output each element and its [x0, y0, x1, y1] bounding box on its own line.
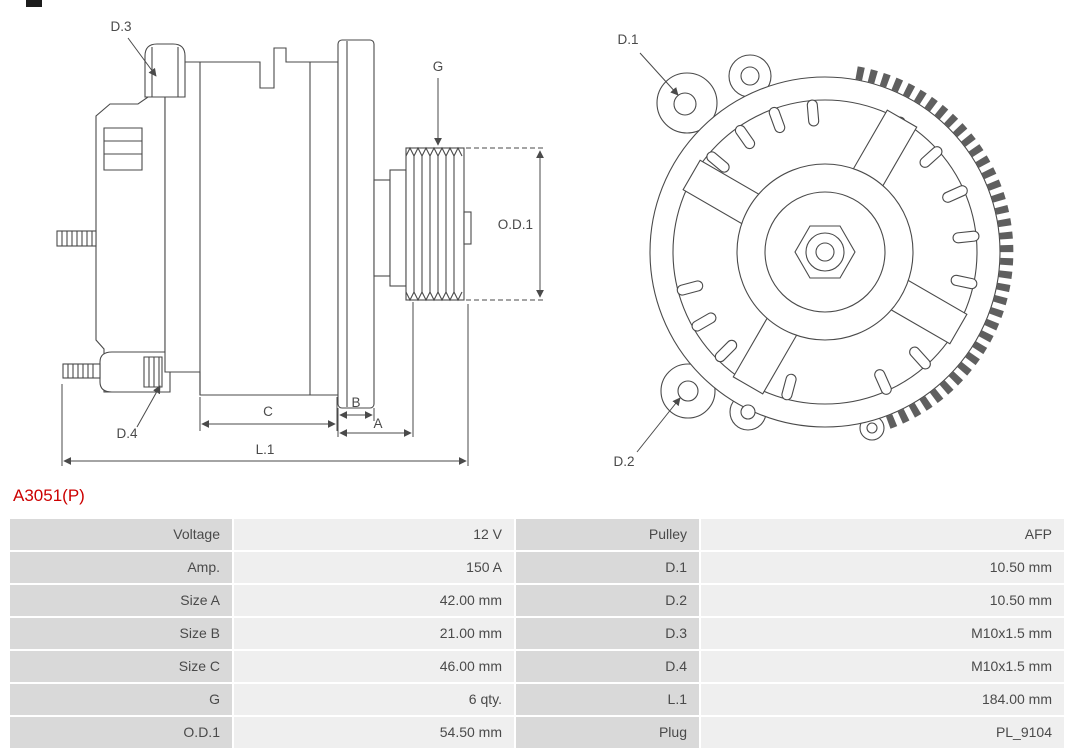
d1-leader-line [639, 52, 679, 96]
d3-leader-line [127, 37, 157, 77]
pulley-groove-bottom [405, 290, 463, 302]
spec-row: Voltage 12 V Pulley AFP [10, 519, 1064, 550]
spokes [682, 109, 968, 395]
pulley-body [405, 147, 465, 301]
bottom-lug-thread-hole [143, 356, 163, 388]
spec-value: 184.00 mm [701, 684, 1064, 715]
spec-label: Pulley [516, 519, 699, 550]
alternator-side-view [56, 39, 472, 409]
spec-value: 54.50 mm [234, 717, 514, 748]
b-extension-lines [337, 408, 375, 437]
spec-label: Plug [516, 717, 699, 748]
spec-label: Amp. [10, 552, 232, 583]
spec-row: Amp. 150 A D.1 10.50 mm [10, 552, 1064, 583]
part-number: A3051(P) [13, 486, 85, 505]
logo-fragment [26, 0, 42, 7]
mount-hole-d1 [673, 92, 697, 116]
label-d3: D.3 [110, 19, 131, 34]
spec-value: AFP [701, 519, 1064, 550]
od1-extension-lines [466, 147, 546, 301]
shaft-spacer-1 [373, 179, 391, 277]
spec-value: M10x1.5 mm [701, 618, 1064, 649]
spec-row: O.D.1 54.50 mm Plug PL_9104 [10, 717, 1064, 748]
spec-value: 10.50 mm [701, 585, 1064, 616]
spec-value: 42.00 mm [234, 585, 514, 616]
top-mount-ear [144, 43, 186, 98]
label-d2: D.2 [613, 454, 634, 469]
d2-leader-line [636, 397, 681, 453]
mount-hole-bottom [740, 404, 756, 420]
spec-label: Size C [10, 651, 232, 682]
dimensions-front: D.1 D.2 [613, 32, 681, 469]
spec-row: Size C 46.00 mm D.4 M10x1.5 mm [10, 651, 1064, 682]
label-g: G [433, 59, 444, 74]
mount-hole-top [740, 66, 760, 86]
bottom-lug [99, 351, 171, 393]
label-d1: D.1 [617, 32, 638, 47]
pulley-hub [463, 211, 472, 245]
label-l1: L.1 [256, 442, 275, 457]
technical-drawing: D.3 G D.4 O.D.1 C B A L.1 [56, 19, 1014, 469]
c-extension-lines [199, 397, 338, 431]
mount-hole-d2 [677, 380, 699, 402]
spec-row: G 6 qty. L.1 184.00 mm [10, 684, 1064, 715]
spec-value: 10.50 mm [701, 552, 1064, 583]
spec-label: D.4 [516, 651, 699, 682]
spec-label: D.1 [516, 552, 699, 583]
stud-bottom [62, 363, 101, 379]
label-a: A [373, 416, 382, 431]
spec-row: Size B 21.00 mm D.3 M10x1.5 mm [10, 618, 1064, 649]
main-body-lines [199, 62, 311, 395]
dimensions-side: D.3 G D.4 O.D.1 C B A L.1 [61, 19, 546, 466]
alternator-front-view [649, 54, 1014, 441]
pulley-groove-top [405, 146, 463, 158]
spec-label: G [10, 684, 232, 715]
inner-rim [672, 99, 978, 405]
shaft-spacer-2 [389, 169, 407, 287]
spec-label: Size A [10, 585, 232, 616]
spec-label: D.3 [516, 618, 699, 649]
pulley-front [736, 163, 914, 341]
label-od1: O.D.1 [498, 217, 533, 232]
label-d4: D.4 [116, 426, 138, 441]
spec-row: Size A 42.00 mm D.2 10.50 mm [10, 585, 1064, 616]
l1-extension-lines [61, 304, 469, 466]
main-body [164, 47, 339, 396]
spec-label: O.D.1 [10, 717, 232, 748]
stud-bottom-threads [67, 364, 94, 378]
cooling-fin-ring [855, 66, 1014, 430]
spec-label: D.2 [516, 585, 699, 616]
pulley-ribs [413, 156, 455, 292]
rear-housing-ribs [103, 127, 143, 171]
spec-value: M10x1.5 mm [701, 651, 1064, 682]
pulley-side [405, 146, 472, 302]
spec-table: Voltage 12 V Pulley AFP Amp. 150 A D.1 1… [10, 519, 1064, 750]
mount-hole-bottom-right [866, 422, 878, 434]
spec-label: Voltage [10, 519, 232, 550]
label-c: C [263, 404, 273, 419]
spec-value: 21.00 mm [234, 618, 514, 649]
spec-value: 150 A [234, 552, 514, 583]
d4-leader-line [136, 385, 161, 428]
spec-value: 6 qty. [234, 684, 514, 715]
spec-value: 46.00 mm [234, 651, 514, 682]
spec-value: 12 V [234, 519, 514, 550]
spec-value: PL_9104 [701, 717, 1064, 748]
front-flange [337, 39, 375, 409]
shaft-nut [794, 225, 856, 279]
label-b: B [351, 395, 360, 410]
spec-label: Size B [10, 618, 232, 649]
spec-label: L.1 [516, 684, 699, 715]
stud-middle-threads [61, 231, 93, 246]
